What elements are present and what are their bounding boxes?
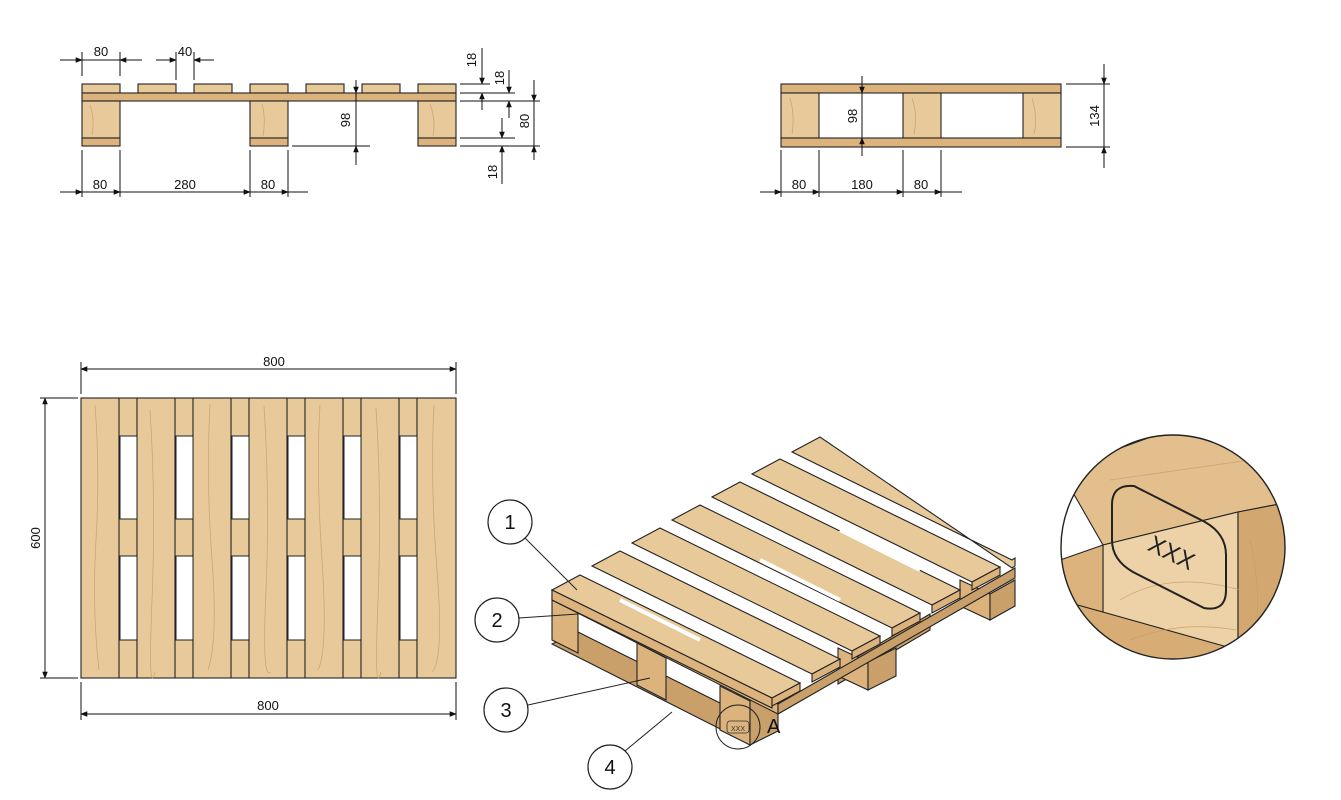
front-dim-bottom-80b: 80 bbox=[261, 177, 275, 192]
side-view: 98 134 80 180 80 bbox=[760, 64, 1110, 197]
side-dim-bottom-80b: 80 bbox=[914, 177, 928, 192]
front-dim-bottom-80a: 80 bbox=[93, 177, 107, 192]
front-dim-top-80: 80 bbox=[94, 44, 108, 59]
front-dim-right-98: 98 bbox=[338, 113, 353, 127]
detail-view-a: XXX bbox=[1060, 434, 1286, 660]
front-view: 80 40 80 280 80 18 18 bbox=[60, 44, 540, 197]
top-view: 800 800 600 bbox=[28, 354, 457, 720]
front-dim-top-40: 40 bbox=[178, 44, 192, 59]
balloon-2: 2 bbox=[474, 597, 579, 643]
detail-label-a: A bbox=[767, 716, 781, 738]
top-dim-height-left: 600 bbox=[28, 527, 43, 549]
balloon-4-label: 4 bbox=[604, 757, 615, 779]
front-dim-bottom-280: 280 bbox=[174, 177, 196, 192]
top-dim-width-bottom: 800 bbox=[257, 698, 279, 713]
balloon-2-label: 2 bbox=[491, 610, 502, 632]
top-dim-width-top: 800 bbox=[263, 354, 285, 369]
isometric-view: XXX A 1 2 3 4 bbox=[474, 436, 1016, 790]
front-dim-right-80: 80 bbox=[517, 114, 532, 128]
side-dim-right-134: 134 bbox=[1087, 105, 1102, 127]
side-dim-bottom-180: 180 bbox=[851, 177, 873, 192]
front-dim-right-18b: 18 bbox=[492, 71, 507, 85]
balloon-3-label: 3 bbox=[500, 700, 511, 722]
balloon-3: 3 bbox=[483, 677, 651, 733]
iso-stamp-small: XXX bbox=[731, 726, 745, 733]
side-dim-bottom-80a: 80 bbox=[792, 177, 806, 192]
side-dim-inner-98: 98 bbox=[845, 109, 860, 123]
balloon-1-label: 1 bbox=[504, 512, 515, 534]
balloon-4: 4 bbox=[587, 711, 673, 790]
front-dim-right-18a: 18 bbox=[464, 53, 479, 67]
front-dim-right-18c: 18 bbox=[485, 165, 500, 179]
deck-boards bbox=[550, 436, 1016, 709]
balloon-1: 1 bbox=[487, 499, 578, 591]
